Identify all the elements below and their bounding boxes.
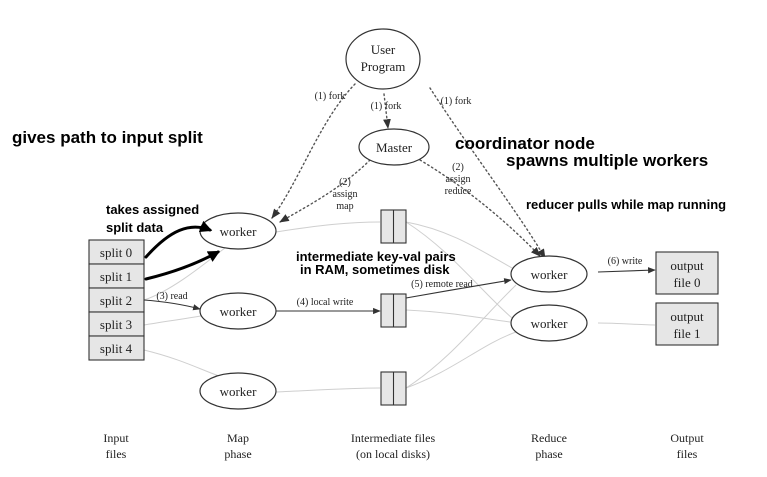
worker-label: worker: [531, 316, 568, 331]
annotation-takes-assigned: split data: [106, 220, 164, 235]
master-label: Master: [376, 140, 413, 155]
flow-line: [405, 221, 513, 269]
worker-label: worker: [220, 384, 257, 399]
write-label: (6) write: [608, 256, 643, 267]
data-edges: [143, 267, 656, 315]
flow-line: [143, 247, 226, 301]
user-program-label: Program: [361, 59, 406, 74]
split-box: [88, 239, 145, 265]
assign-reduce-label: reduce: [445, 186, 472, 197]
flow-line: [143, 349, 226, 379]
edge-labels: (1) fork (1) fork (1) fork (2) assign ma…: [156, 91, 643, 308]
read-label: (3) read: [156, 291, 187, 302]
map-worker-3: worker: [199, 372, 277, 410]
reduce-worker-1: worker: [510, 255, 588, 293]
worker-label: worker: [531, 267, 568, 282]
phase-label-output: Output: [670, 431, 704, 445]
split-label: split 3: [100, 317, 132, 332]
output-label: file 1: [673, 326, 700, 341]
annotation-input-split: gives path to input split: [12, 128, 203, 147]
phase-label-output: files: [677, 447, 698, 461]
phase-label-input: files: [106, 447, 127, 461]
fork-line-center: [383, 93, 391, 129]
fork-label: (1) fork: [441, 96, 472, 107]
phase-label-reduce: Reduce: [531, 431, 567, 445]
assign-map-label: assign: [333, 189, 358, 200]
annotation-arrow: [144, 250, 221, 281]
write-edge: [597, 267, 656, 274]
phase-label-intermediate: (on local disks): [356, 447, 430, 461]
annotation-spawns: spawns multiple workers: [506, 151, 708, 170]
fork-label: (1) fork: [315, 91, 346, 102]
split-box: [88, 287, 145, 313]
user-program-node: User Program: [345, 28, 421, 90]
annotation-reducer-pulls: reducer pulls while map running: [526, 197, 726, 212]
annotation-takes-assigned: takes assigned: [106, 202, 199, 217]
split-box: [88, 335, 145, 361]
phase-label-intermediate: Intermediate files: [351, 431, 436, 445]
output-label: file 0: [673, 275, 700, 290]
annotation-intermediate-pairs: intermediate key-val pairs: [296, 249, 456, 264]
faint-flow-lines: [143, 221, 656, 393]
output-label: output: [670, 258, 704, 273]
assign-reduce-label: assign: [446, 174, 471, 185]
fork-label: (1) fork: [371, 101, 402, 112]
worker-label: worker: [220, 224, 257, 239]
flow-line: [405, 284, 517, 389]
assign-reduce-line: [419, 159, 541, 257]
map-worker-2: worker: [199, 292, 277, 330]
phase-label-reduce: phase: [535, 447, 562, 461]
intermediate-file-3: [380, 371, 407, 406]
phase-label-input: Input: [103, 431, 129, 445]
assign-map-label: map: [336, 201, 353, 212]
remote-read-label: (5) remote read: [411, 279, 473, 290]
reduce-worker-2: worker: [510, 304, 588, 342]
assign-map-line: [279, 159, 371, 223]
input-splits: split 0 split 1 split 2 split 3 split 4: [88, 239, 145, 361]
flow-line: [405, 331, 517, 389]
assign-reduce-label: (2): [452, 162, 464, 173]
intermediate-file-2: [380, 293, 407, 328]
read-edge: [143, 299, 201, 311]
split-label: split 1: [100, 269, 132, 284]
annotation-coordinator: coordinator node: [455, 134, 595, 153]
split-label: split 0: [100, 245, 132, 260]
output-file-1: output file 1: [655, 302, 719, 346]
split-box: [88, 263, 145, 289]
control-lines: [271, 83, 546, 259]
fork-line-right: [429, 87, 546, 259]
annotation-intermediate-pairs: in RAM, sometimes disk: [300, 262, 450, 277]
local-write-label: (4) local write: [297, 297, 354, 308]
split-label: split 4: [100, 341, 133, 356]
split-box: [88, 311, 145, 337]
intermediate-file-1: [380, 209, 407, 244]
phase-label-map: phase: [224, 447, 251, 461]
master-node: Master: [358, 128, 430, 166]
split-label: split 2: [100, 293, 132, 308]
annotation-arrows: [144, 220, 221, 281]
fork-line-left: [271, 83, 356, 219]
phase-label-map: Map: [227, 431, 249, 445]
output-file-0: output file 0: [655, 251, 719, 295]
output-label: output: [670, 309, 704, 324]
user-program-label: User: [371, 42, 396, 57]
assign-map-label: (2): [339, 177, 351, 188]
annotations: gives path to input split coordinator no…: [12, 128, 726, 277]
worker-label: worker: [220, 304, 257, 319]
flow-line: [275, 387, 381, 393]
map-worker-1: worker: [199, 212, 277, 250]
remote-read-edge: [405, 278, 512, 299]
annotation-arrow: [144, 220, 213, 259]
flow-line: [597, 322, 656, 326]
flow-line: [405, 309, 511, 323]
flow-line: [405, 221, 513, 319]
flow-line: [275, 221, 381, 233]
phase-labels: Input files Map phase Intermediate files…: [103, 431, 704, 461]
